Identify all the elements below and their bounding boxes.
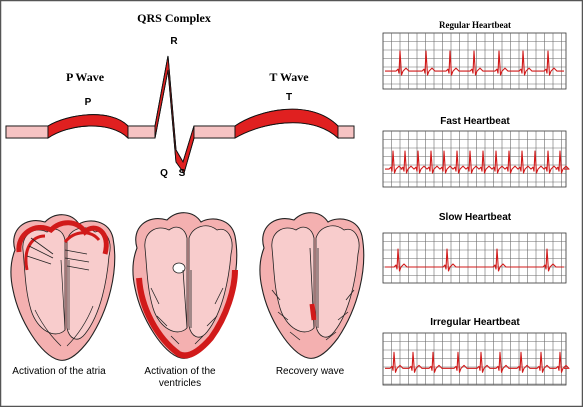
p-wave-title: P Wave — [66, 70, 105, 84]
r-label: R — [170, 36, 178, 47]
trace-regular — [385, 50, 564, 76]
trace-fast — [385, 150, 570, 174]
caption-atria: Activation of the atria — [12, 366, 106, 377]
caption-recovery: Recovery wave — [276, 366, 345, 377]
baseline-segment — [193, 125, 236, 139]
t-wave-title: T Wave — [269, 70, 309, 84]
q-label: Q — [160, 168, 168, 179]
s-label: S — [179, 168, 186, 179]
caption-ventricles-line1: Activation of the — [144, 366, 216, 377]
p-label: P — [85, 97, 92, 108]
strip-title-regular: Regular Heartbeat — [439, 20, 511, 30]
qrs-title: QRS Complex — [137, 11, 211, 25]
t-label: T — [286, 92, 292, 103]
strip-frame-irregular — [382, 332, 567, 386]
ecg-waveform: QRS Complex R Q S P Wave P T Wave T — [5, 11, 355, 179]
strip-title-slow: Slow Heartbeat — [439, 212, 512, 223]
trace-slow — [385, 248, 564, 272]
heartbeat-strips: Regular Heartbeat Fast Heartbeat Slow He… — [382, 20, 570, 386]
heart-atria — [10, 214, 116, 361]
baseline-segment — [127, 125, 156, 139]
heart-ventricles — [132, 212, 238, 359]
baseline-segment — [337, 125, 355, 139]
baseline-segment — [5, 125, 49, 139]
trace-irregular — [385, 351, 570, 373]
caption-ventricles-line2: ventricles — [159, 378, 201, 389]
heart-recovery — [259, 212, 365, 359]
strip-title-irregular: Irregular Heartbeat — [430, 317, 520, 328]
strip-title-fast: Fast Heartbeat — [440, 116, 510, 127]
strip-grid-irregular — [383, 333, 566, 385]
